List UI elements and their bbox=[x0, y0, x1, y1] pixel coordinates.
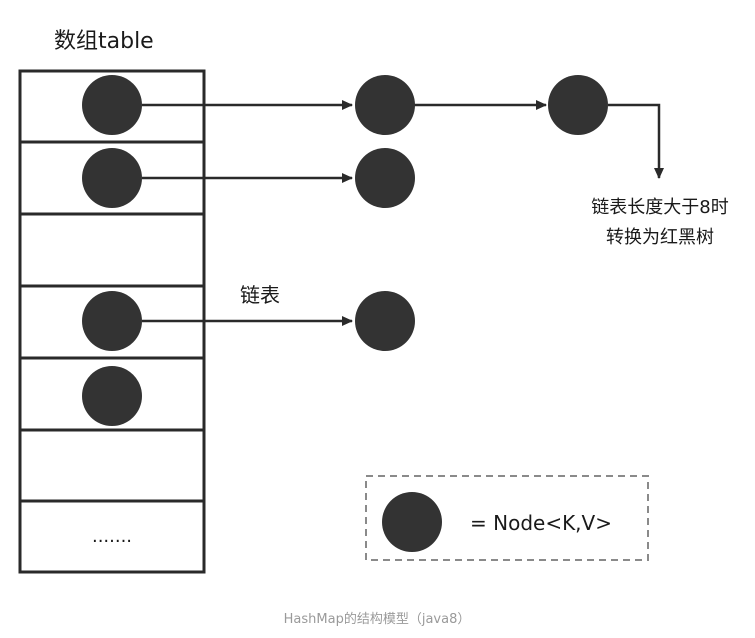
legend-node-label: = Node<K,V> bbox=[470, 511, 612, 535]
array-table-title: 数组table bbox=[54, 29, 154, 54]
node-bucket4 bbox=[82, 366, 142, 426]
nodes bbox=[82, 75, 608, 426]
bucket-2 bbox=[18, 212, 206, 288]
legend-box bbox=[365, 475, 649, 561]
bucket-6 bbox=[18, 499, 206, 574]
node-bucket1 bbox=[82, 148, 142, 208]
node-chain0-1 bbox=[355, 75, 415, 135]
node-bucket0 bbox=[82, 75, 142, 135]
legend-node-symbol bbox=[382, 492, 442, 552]
treeify-note-line1: 链表长度大于8时 bbox=[591, 197, 728, 218]
more-buckets-ellipsis: ....... bbox=[92, 526, 132, 547]
node-chain1-1 bbox=[355, 148, 415, 208]
linked-list-label: 链表 bbox=[240, 283, 280, 307]
figure-caption: HashMap的结构模型（java8） bbox=[284, 611, 471, 627]
chain-links bbox=[142, 100, 664, 326]
node-bucket3 bbox=[82, 291, 142, 351]
bucket-5 bbox=[18, 428, 206, 503]
treeify-note-line2: 转换为红黑树 bbox=[606, 227, 714, 248]
legend: = Node<K,V> bbox=[365, 475, 649, 561]
arrow-node2-down bbox=[608, 103, 664, 179]
node-chain0-2 bbox=[548, 75, 608, 135]
node-chain3-1 bbox=[355, 291, 415, 351]
